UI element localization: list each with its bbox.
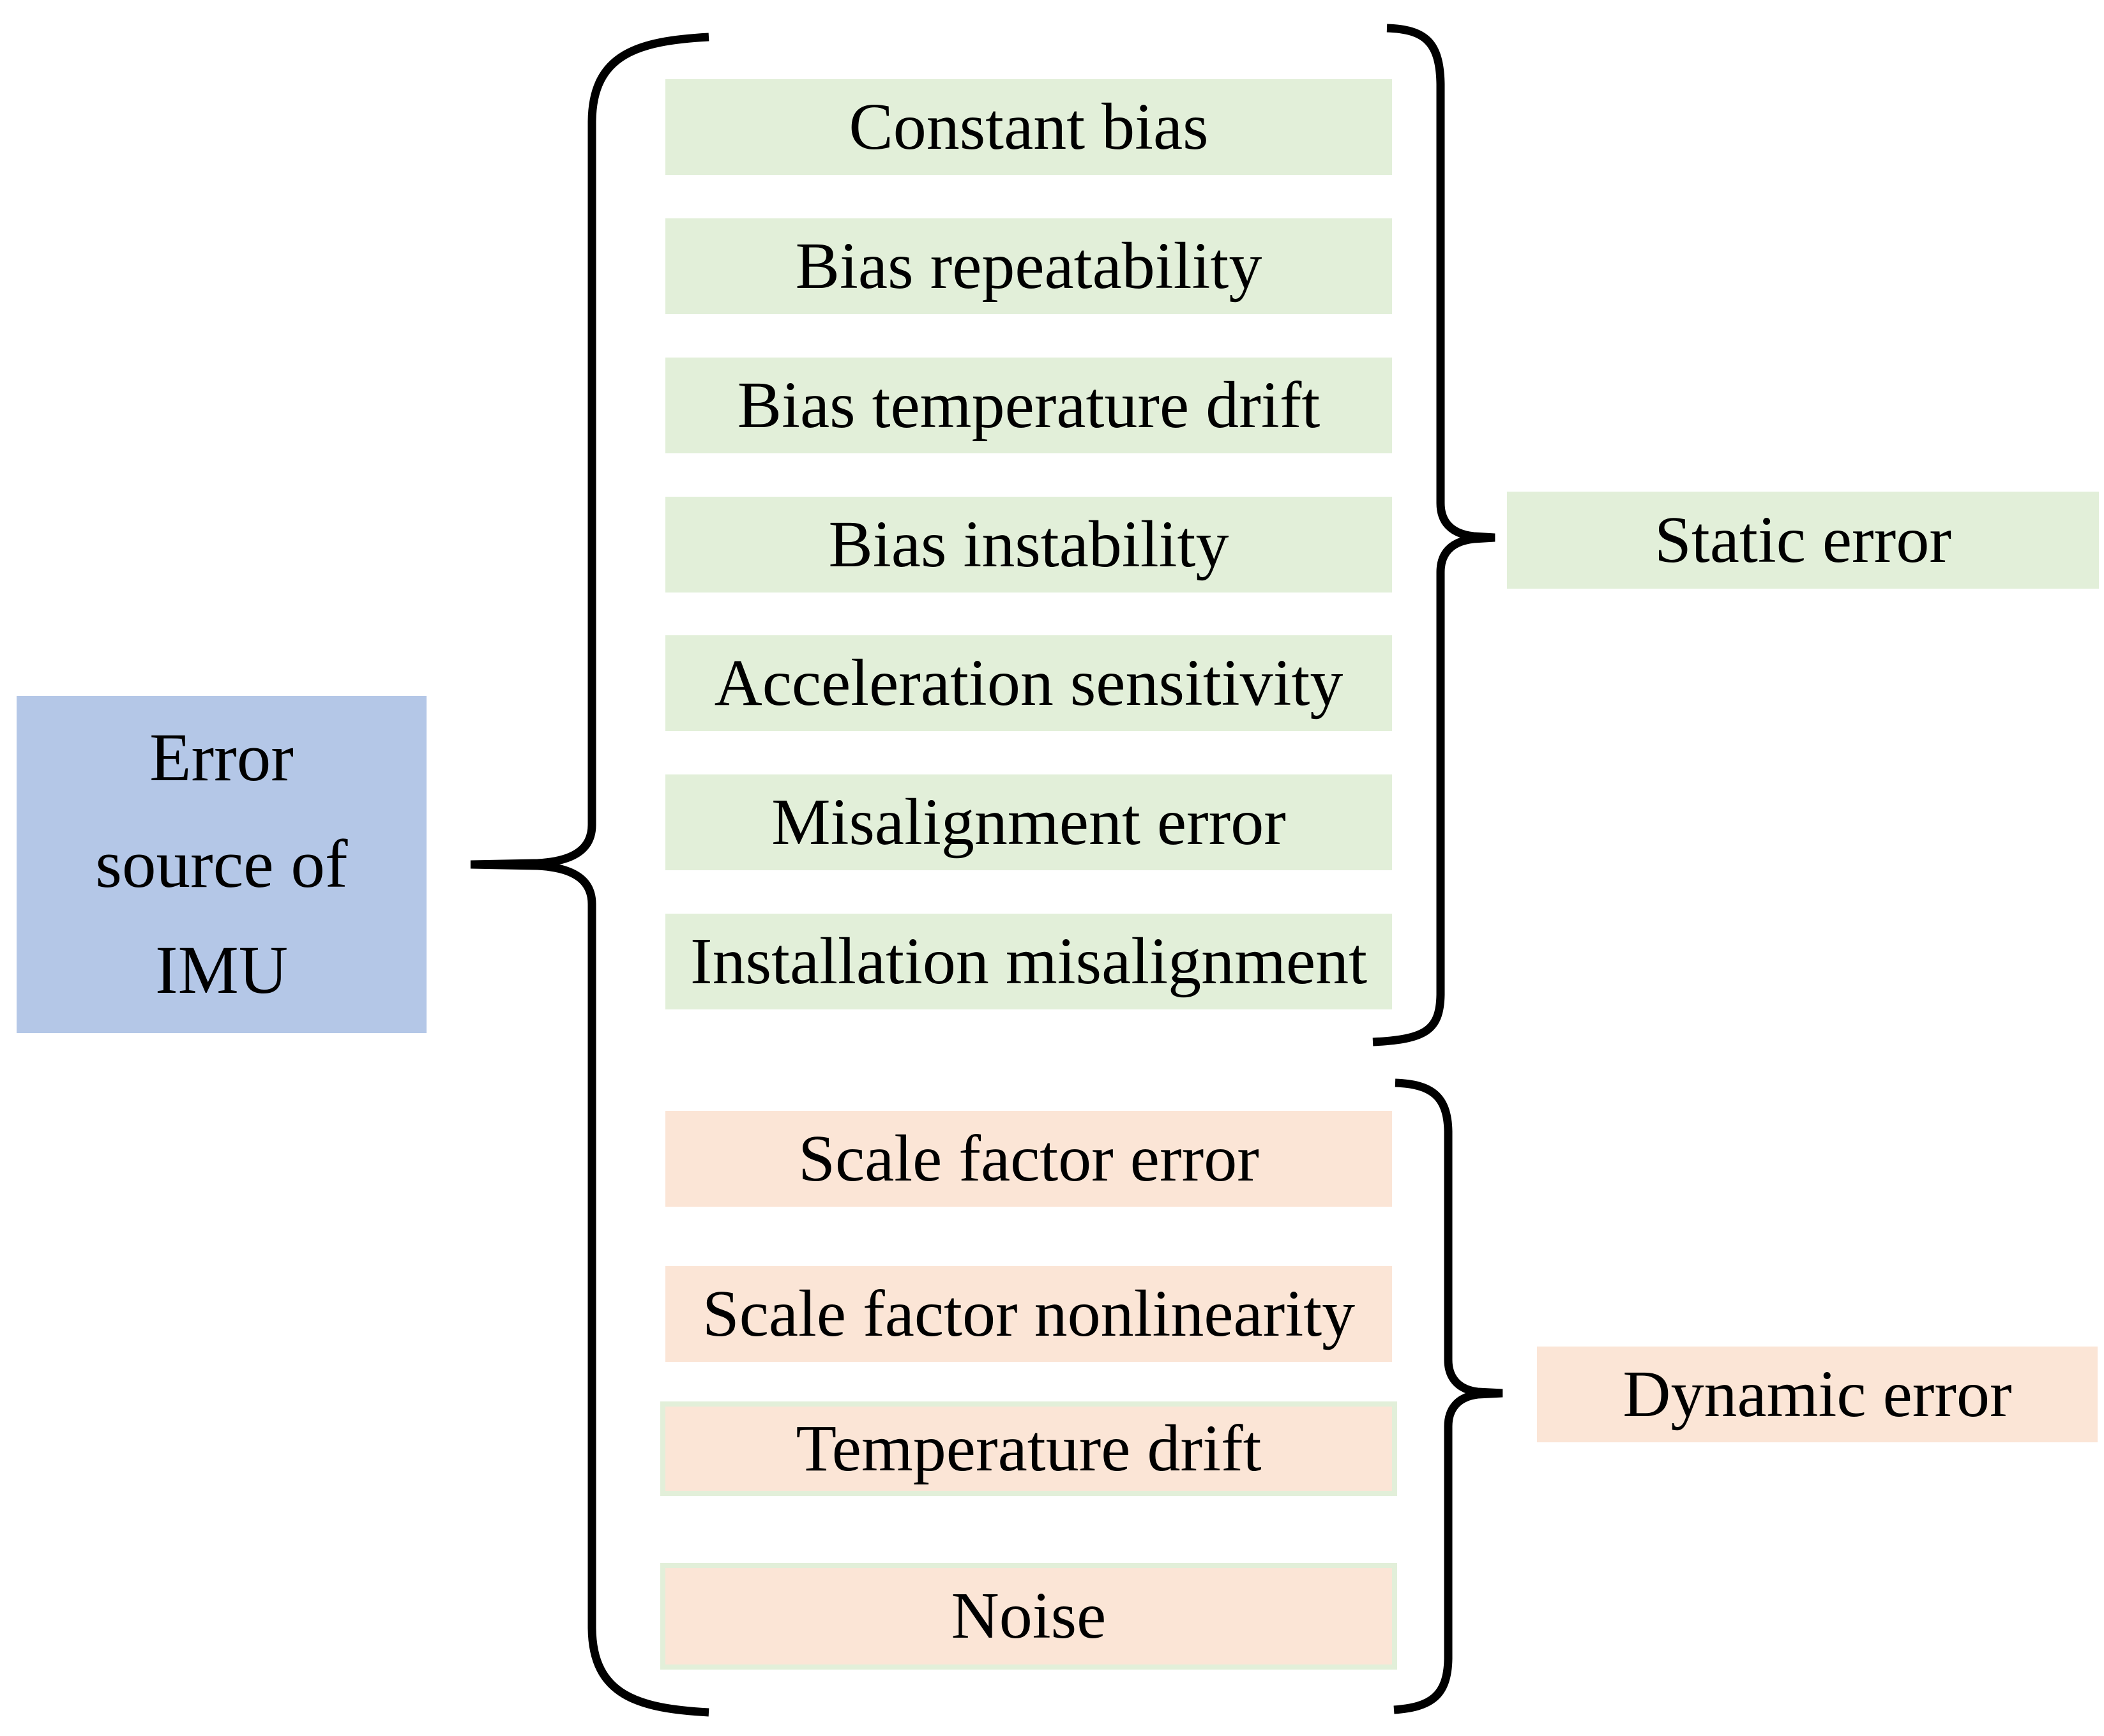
static-item-constant-bias: Constant bias xyxy=(665,79,1392,175)
static-item-bias-instability: Bias instability xyxy=(665,497,1392,593)
static-item-bias-repeatability: Bias repeatability xyxy=(665,218,1392,314)
dynamic-item-temperature-drift: Temperature drift xyxy=(665,1407,1392,1491)
root-node-error-source-of-imu: Error source of IMU xyxy=(17,696,427,1033)
dynamic-error-label: Dynamic error xyxy=(1537,1347,2098,1442)
dynamic-item-scale-factor-nonlinearity: Scale factor nonlinearity xyxy=(665,1266,1392,1362)
root-line-2: source of xyxy=(95,826,348,902)
root-line-3: IMU xyxy=(155,933,289,1009)
static-item-acceleration-sensitivity: Acceleration sensitivity xyxy=(665,635,1392,731)
static-item-installation-misalignment: Installation misalignment xyxy=(665,914,1392,1009)
dynamic-item-scale-factor-error: Scale factor error xyxy=(665,1111,1392,1207)
static-item-misalignment-error: Misalignment error xyxy=(665,774,1392,870)
root-line-1: Error xyxy=(149,720,294,796)
static-item-bias-temperature-drift: Bias temperature drift xyxy=(665,358,1392,453)
dynamic-curly-brace xyxy=(1393,1078,1503,1714)
static-error-label: Static error xyxy=(1507,492,2099,589)
dynamic-item-noise: Noise xyxy=(665,1568,1392,1664)
